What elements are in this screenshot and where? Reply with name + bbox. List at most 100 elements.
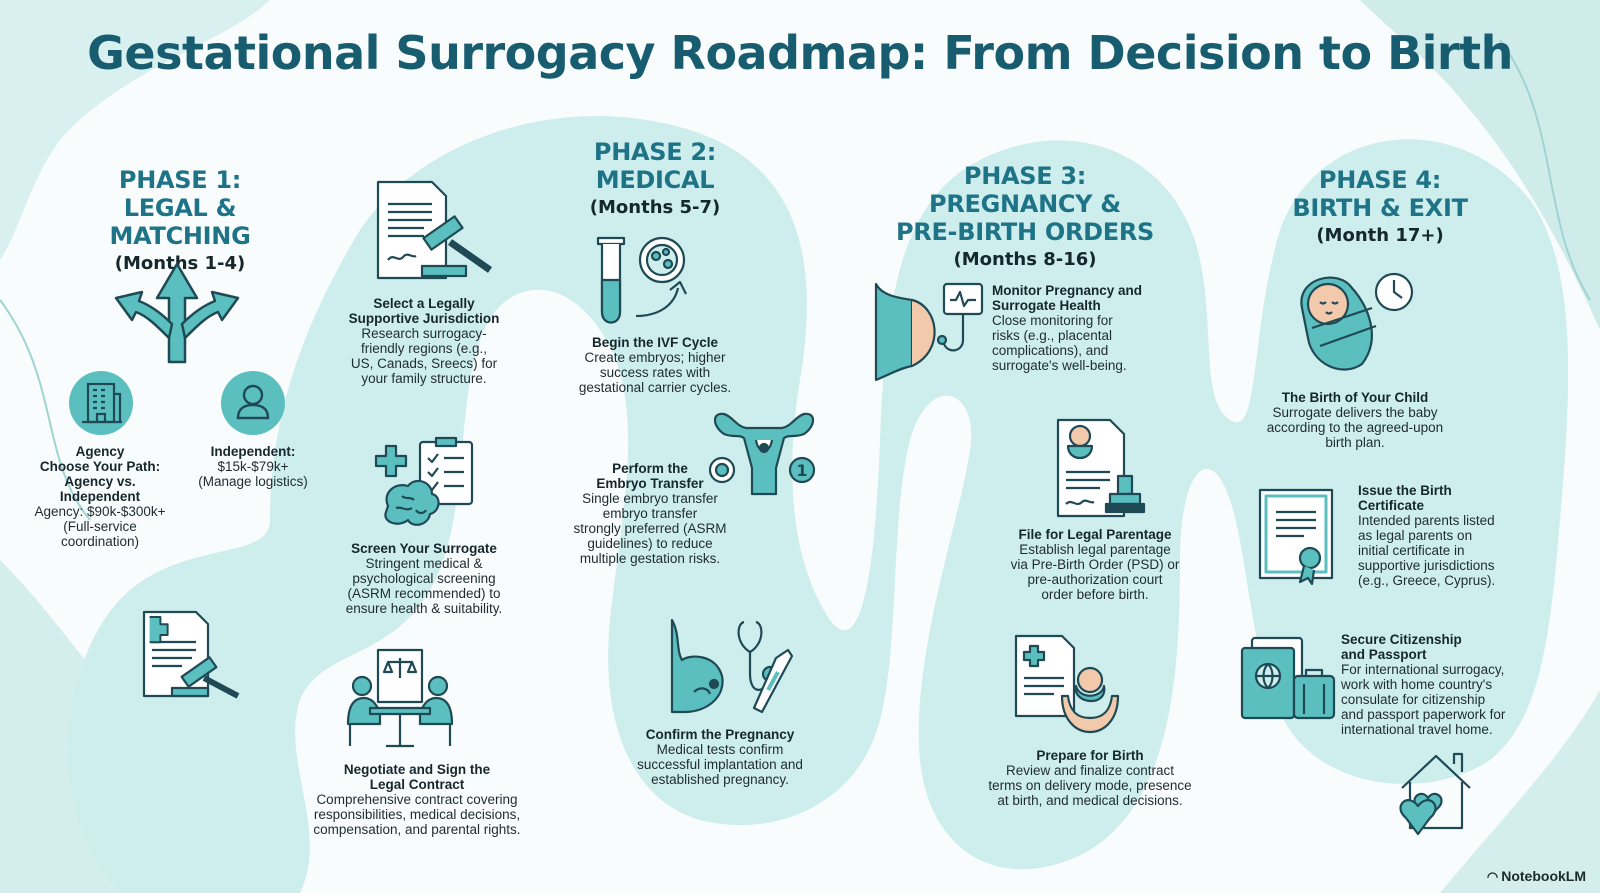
- corner-wash-top-right: [1360, 0, 1600, 330]
- birth-title: The Birth of Your Child: [1281, 390, 1429, 405]
- document-baby-hands-icon: [1014, 634, 1120, 734]
- building-icon: [69, 371, 133, 435]
- ivf-title: Begin the IVF Cycle: [591, 335, 719, 350]
- document-gavel-icon: [376, 180, 493, 280]
- step-screen: Screen Your Surrogate Stringent medical …: [326, 541, 522, 616]
- citizenship-title-1: Secure Citizenship: [1341, 632, 1462, 647]
- prepare-desc-3: at birth, and medical decisions.: [997, 793, 1183, 808]
- parentage-desc-3: pre-authorization court: [1027, 572, 1163, 587]
- contract-desc-2: responsibilities, medical decisions,: [313, 807, 521, 822]
- screen-title: Screen Your Surrogate: [351, 541, 497, 556]
- corner-wash-bottom-right: [1440, 690, 1600, 893]
- passport-luggage-icon: [1240, 636, 1336, 720]
- person-icon: [221, 371, 285, 435]
- jurisdiction-desc-3: US, Canads, Sreecs) for: [350, 356, 498, 371]
- page-title: Gestational Surrogacy Roadmap: From Deci…: [87, 26, 1513, 80]
- screen-desc-1: Stringent medical &: [365, 556, 483, 571]
- citizenship-desc-5: international travel home.: [1341, 722, 1493, 737]
- citizenship-desc-3: consulate for citizenship: [1341, 692, 1486, 707]
- home-hearts-icon: [1399, 752, 1471, 836]
- corner-wash-top-left: [0, 0, 270, 260]
- jurisdiction-title-1: Select a Legally: [373, 296, 475, 311]
- monitor-desc-2: risks (e.g., placental: [992, 328, 1113, 343]
- certificate-desc-5: (e.g., Greece, Cyprus).: [1358, 573, 1496, 588]
- phase-1-name: LEGAL & MATCHING: [109, 194, 251, 250]
- step-citizenship: Secure Citizenship and Passport For inte…: [1341, 632, 1531, 737]
- branching-arrows-icon: [114, 262, 240, 364]
- monitor-desc-1: Close monitoring for: [992, 313, 1113, 328]
- monitor-title-1: Monitor Pregnancy and: [992, 283, 1143, 298]
- phase-2-months: (Months 5-7): [589, 197, 721, 218]
- contract-meeting-icon: [346, 648, 454, 748]
- certificate-desc-1: Intended parents listed: [1358, 513, 1495, 528]
- prepare-desc-2: terms on delivery mode, presence: [988, 778, 1192, 793]
- citizenship-desc-4: and passport paperwork for: [1341, 707, 1506, 722]
- embryo-count-badge: 1: [796, 461, 807, 480]
- agency-title-2: Agency vs.: [64, 474, 136, 489]
- certificate-title-1: Issue the Birth: [1358, 483, 1452, 498]
- phase-1-label: PHASE 1:: [118, 166, 242, 194]
- certificate-title-2: Certificate: [1358, 498, 1425, 513]
- phase-3-name-2: PRE-BIRTH ORDERS: [895, 218, 1155, 246]
- confirm-desc-2: successful implantation and: [637, 757, 803, 772]
- jurisdiction-desc-2: friendly regions (e.g.,: [360, 341, 488, 356]
- test-tube-petri-icon: [596, 236, 687, 324]
- step-prepare: Prepare for Birth Review and finalize co…: [960, 748, 1220, 808]
- agency-desc-1: (Full-service: [63, 519, 137, 534]
- ivf-desc-1: Create embryos; higher: [584, 350, 726, 365]
- contract-desc-3: compensation, and parental rights.: [313, 822, 521, 837]
- roadmap-path: [68, 116, 1569, 893]
- birth-desc-3: birth plan.: [1325, 435, 1385, 450]
- phase-3-months: (Months 8-16): [953, 249, 1097, 270]
- step-transfer: Perform the Embryo Transfer Single embry…: [555, 461, 745, 566]
- phase-2-label: PHASE 2:: [593, 138, 717, 166]
- screen-desc-3: (ASRM recommended) to: [347, 586, 501, 601]
- jurisdiction-desc-1: Research surrogacy-: [361, 326, 487, 341]
- jurisdiction-desc-4: your family structure.: [361, 371, 487, 386]
- phase-1-months: (Months 1-4): [114, 253, 246, 274]
- certificate-desc-2: as legal parents on: [1358, 528, 1473, 543]
- notebooklm-credit: ◠NotebookLM: [1487, 868, 1586, 885]
- phase-3-label: PHASE 3:: [963, 162, 1087, 190]
- birth-certificate-icon: [1258, 488, 1334, 586]
- step-ivf: Begin the IVF Cycle Create embryos; high…: [555, 335, 755, 395]
- ivf-desc-2: success rates with: [599, 365, 711, 380]
- citizenship-desc-2: work with home country's: [1341, 677, 1493, 692]
- phase-4-name: BIRTH & EXIT: [1292, 194, 1468, 222]
- birth-desc-2: according to the agreed-upon: [1266, 420, 1444, 435]
- contract-desc-1: Comprehensive contract covering: [316, 792, 518, 807]
- uterus-icon: 1: [708, 412, 816, 496]
- citizenship-desc-1: For international surrogacy,: [1341, 662, 1505, 677]
- phase-4-label: PHASE 4:: [1318, 166, 1442, 194]
- monitor-desc-3: complications), and: [992, 343, 1109, 358]
- confirm-desc-1: Medical tests confirm: [656, 742, 784, 757]
- parentage-desc-4: order before birth.: [1041, 587, 1149, 602]
- phase-4-months: (Month 17+): [1316, 225, 1444, 246]
- agency-title-3: Independent: [59, 489, 141, 504]
- prepare-title: Prepare for Birth: [1036, 748, 1144, 763]
- confirm-title: Confirm the Pregnancy: [645, 727, 795, 742]
- birth-desc-1: Surrogate delivers the baby: [1272, 405, 1438, 420]
- birth-order-stamp-icon: [1056, 418, 1146, 518]
- step-agency: Agency Choose Your Path: Agency vs. Inde…: [25, 444, 175, 549]
- citizenship-title-2: and Passport: [1341, 647, 1427, 662]
- transfer-title-1: Perform the: [612, 461, 688, 476]
- step-independent: Independent: $15k-$79k+ (Manage logistic…: [183, 444, 323, 489]
- parentage-title: File for Legal Parentage: [1018, 527, 1172, 542]
- independent-title: Independent:: [210, 444, 296, 459]
- phase-3-heading: PHASE 3: PREGNANCY & PRE-BIRTH ORDERS (M…: [880, 162, 1170, 272]
- transfer-title-2: Embryo Transfer: [596, 476, 704, 491]
- transfer-desc-1: Single embryo transfer: [582, 491, 718, 506]
- confirm-desc-3: established pregnancy.: [651, 772, 789, 787]
- agency-title-1: Choose Your Path:: [39, 459, 161, 474]
- agency-label: Agency: [75, 444, 125, 459]
- certificate-desc-3: initial certificate in: [1358, 543, 1465, 558]
- monitor-title-2: Surrogate Health: [992, 298, 1101, 313]
- screen-desc-4: ensure health & suitability.: [345, 601, 503, 616]
- agency-cost: Agency: $90k-$300k+: [34, 504, 166, 519]
- step-jurisdiction: Select a Legally Supportive Jurisdiction…: [334, 296, 514, 386]
- notebooklm-logo-icon: ◠: [1486, 869, 1499, 884]
- legal-document-gavel-icon: [142, 610, 240, 699]
- phase-1-heading: PHASE 1: LEGAL & MATCHING (Months 1-4): [50, 166, 310, 276]
